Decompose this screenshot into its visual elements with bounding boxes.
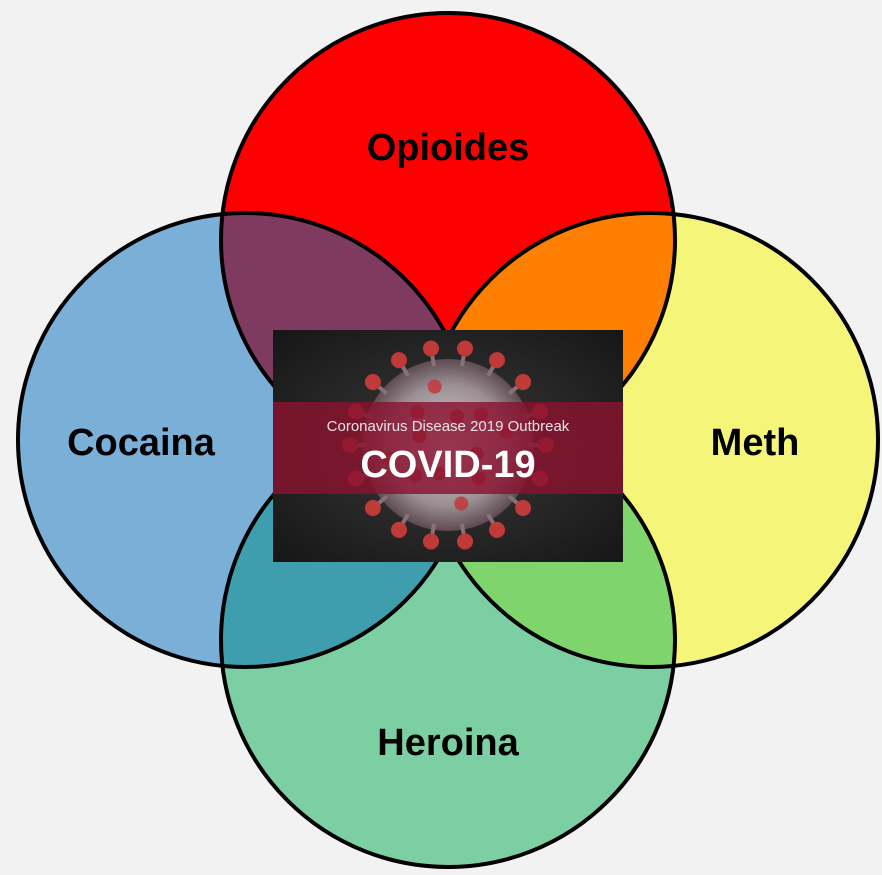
virus-spike-tip bbox=[422, 340, 439, 357]
virus-spike-tip bbox=[391, 352, 407, 369]
virus-spike-tip bbox=[457, 533, 474, 550]
label-meth: Meth bbox=[711, 422, 800, 464]
title-band bbox=[273, 402, 623, 494]
virus-surface-protein bbox=[454, 496, 469, 511]
label-opioides: Opioides bbox=[367, 127, 530, 169]
virus-spike-tip bbox=[515, 374, 532, 391]
virus-spike-tip bbox=[364, 499, 381, 516]
virus-spike-tip bbox=[457, 340, 474, 357]
virus-spike-tip bbox=[391, 521, 407, 538]
label-cocaina: Cocaina bbox=[67, 422, 216, 464]
covid-19-image: Coronavirus Disease 2019 Outbreak COVID-… bbox=[273, 330, 623, 562]
virus-surface-protein bbox=[427, 379, 442, 394]
label-heroina: Heroina bbox=[377, 722, 519, 764]
virus-spike-tip bbox=[364, 374, 381, 391]
image-caption: Coronavirus Disease 2019 Outbreak bbox=[327, 418, 570, 435]
virus-spike-tip bbox=[422, 533, 439, 550]
image-title: COVID-19 bbox=[360, 444, 535, 486]
virus-spike-tip bbox=[515, 499, 532, 516]
virus-spike-tip bbox=[489, 521, 505, 538]
virus-spike-tip bbox=[489, 352, 505, 369]
